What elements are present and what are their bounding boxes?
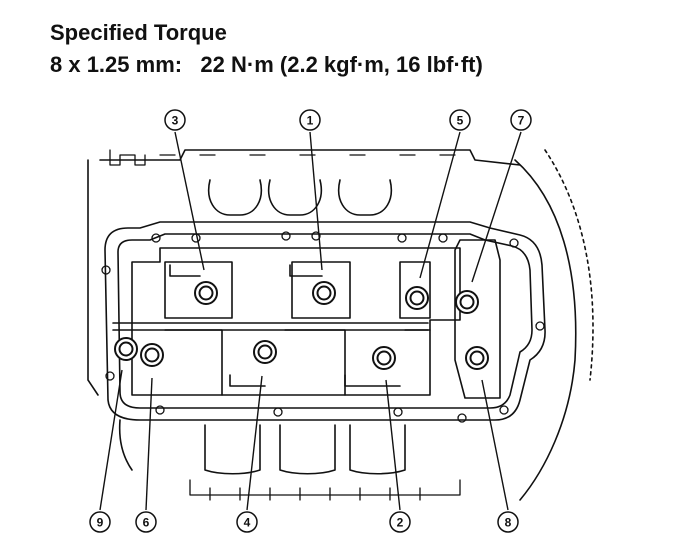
leader-lines [99, 131, 522, 511]
callout-3: 3 [164, 109, 186, 131]
callout-7: 7 [510, 109, 532, 131]
page-title: Specified Torque [50, 20, 227, 45]
bolt-2 [372, 346, 396, 370]
svg-text:1: 1 [307, 114, 314, 128]
svg-text:6: 6 [143, 516, 150, 530]
bolt-5 [405, 286, 429, 310]
bolt-9 [114, 337, 138, 361]
callout-1: 1 [299, 109, 321, 131]
bolt-7 [455, 290, 479, 314]
svg-text:9: 9 [97, 516, 104, 530]
main-bolts [114, 281, 489, 370]
callout-6: 6 [135, 511, 157, 533]
svg-text:2: 2 [397, 516, 404, 530]
bolt-1 [312, 281, 336, 305]
callout-8: 8 [497, 511, 519, 533]
bolt-8 [465, 346, 489, 370]
callouts: 3 1 5 7 9 6 4 2 8 [89, 109, 532, 533]
svg-text:4: 4 [244, 516, 251, 530]
callout-5: 5 [449, 109, 471, 131]
callout-9: 9 [89, 511, 111, 533]
torque-value: 22 N·m (2.2 kgf·m, 16 lbf·ft) [200, 52, 483, 77]
engine-block-outline [87, 149, 521, 396]
torque-spec: 8 x 1.25 mm: 22 N·m (2.2 kgf·m, 16 lbf·f… [50, 52, 483, 78]
bottom-rib [189, 479, 461, 501]
svg-text:3: 3 [172, 114, 179, 128]
bolt-3 [194, 281, 218, 305]
bolt-size: 8 x 1.25 mm: [50, 52, 183, 77]
svg-text:5: 5 [457, 114, 464, 128]
svg-text:8: 8 [505, 516, 512, 530]
crankcase-arc [514, 159, 577, 501]
top-rib [109, 149, 456, 166]
callout-4: 4 [236, 511, 258, 533]
callout-2: 2 [389, 511, 411, 533]
bolt-6 [140, 343, 164, 367]
svg-text:7: 7 [518, 114, 525, 128]
bearing-cap-frame [104, 221, 546, 421]
frame-holes [101, 231, 545, 423]
bolt-4 [253, 340, 277, 364]
